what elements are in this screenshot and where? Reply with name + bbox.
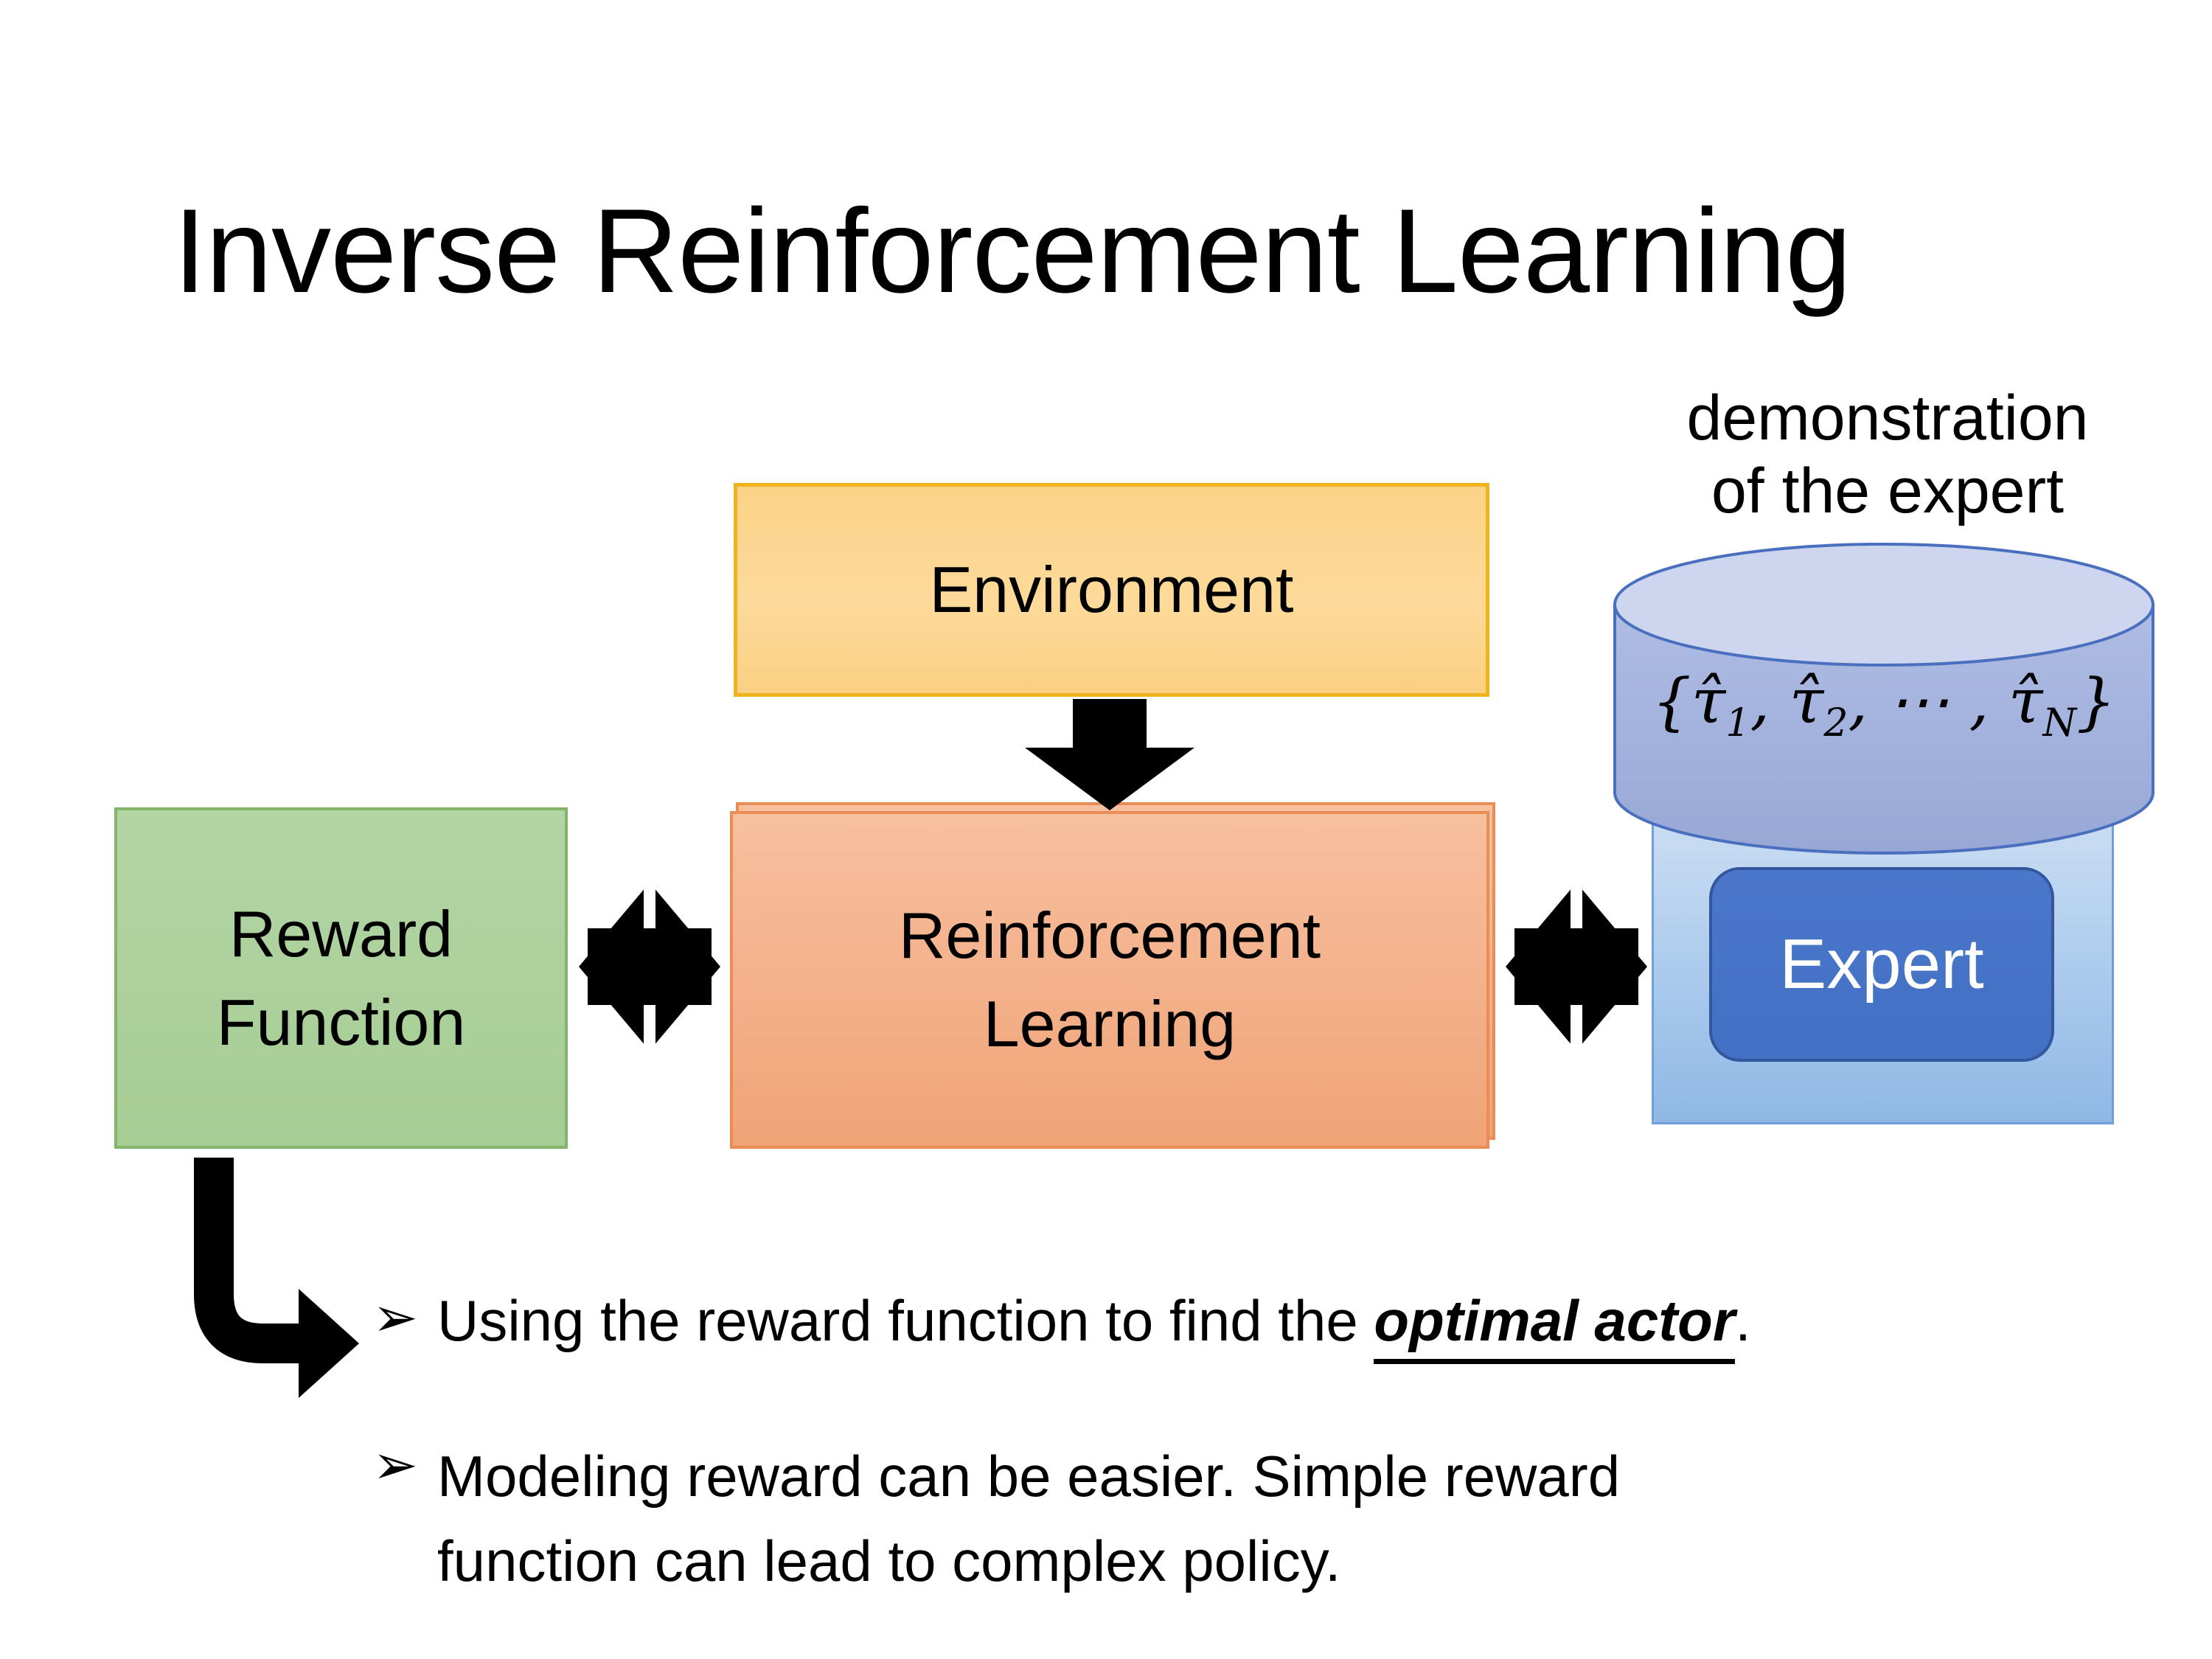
trajectory-sub2: 2 [1823, 700, 1848, 745]
bent-arrow-icon [194, 1158, 359, 1398]
environment-label: Environment [929, 553, 1294, 627]
bullet-item-2: ➢ Modeling reward can be easier. Simple … [372, 1433, 1620, 1603]
trajectory-tau1: τ̂ [1691, 665, 1726, 737]
trajectory-set-label: {τ̂1, τ̂2, ⋯ , τ̂N} [1618, 665, 2149, 745]
bullet-1-text-pre: Using the reward function to find the [437, 1288, 1374, 1353]
reward-function-box: Reward Function [114, 807, 568, 1149]
page-title: Inverse Reinforcement Learning [173, 184, 1851, 318]
reward-function-label-line2: Function [216, 985, 466, 1059]
trajectory-comma1: , [1750, 665, 1790, 737]
bullet-1-text-emphasis: optimal actor [1374, 1288, 1736, 1364]
double-arrow-icon-right [1506, 881, 1647, 1052]
down-arrow-icon [1025, 699, 1194, 810]
reinforcement-learning-box: Reinforcement Learning [730, 811, 1489, 1149]
bullet-2-text-line1: Modeling reward can be easier. Simple re… [437, 1444, 1621, 1509]
demonstration-caption: demonstration of the expert [1615, 382, 2160, 528]
reward-function-label-line1: Reward [229, 897, 453, 970]
expert-label: Expert [1779, 925, 1984, 1004]
trajectory-subN: N [2042, 700, 2077, 745]
trajectory-open-brace: { [1652, 665, 1691, 737]
trajectory-sub1: 1 [1725, 700, 1750, 745]
demonstration-caption-line1: demonstration [1686, 383, 2089, 453]
reinforcement-learning-label-line1: Reinforcement [898, 899, 1321, 973]
database-cylinder-icon [1613, 543, 2154, 855]
bullet-1-text: Using the reward function to find the op… [437, 1287, 1751, 1364]
bullet-item-1: ➢ Using the reward function to find the … [372, 1286, 1751, 1364]
demonstration-caption-line2: of the expert [1711, 455, 2065, 526]
bullet-arrowhead-icon: ➢ [372, 1433, 419, 1497]
bullet-arrowhead-icon: ➢ [372, 1286, 419, 1349]
trajectory-tauN: τ̂ [2008, 665, 2043, 737]
environment-box: Environment [734, 483, 1489, 697]
trajectory-close-brace: } [2076, 665, 2116, 737]
bullet-2-text-line2: function can lead to complex policy. [437, 1528, 1341, 1593]
expert-box: Expert [1709, 867, 2054, 1062]
trajectory-tau2: τ̂ [1789, 665, 1824, 737]
bullet-2-text: Modeling reward can be easier. Simple re… [437, 1434, 1620, 1603]
bullet-1-text-post: . [1735, 1288, 1751, 1353]
double-arrow-icon-left [579, 881, 720, 1052]
reinforcement-learning-label-line2: Learning [983, 987, 1237, 1060]
trajectory-dots: , ⋯ , [1848, 665, 2009, 737]
